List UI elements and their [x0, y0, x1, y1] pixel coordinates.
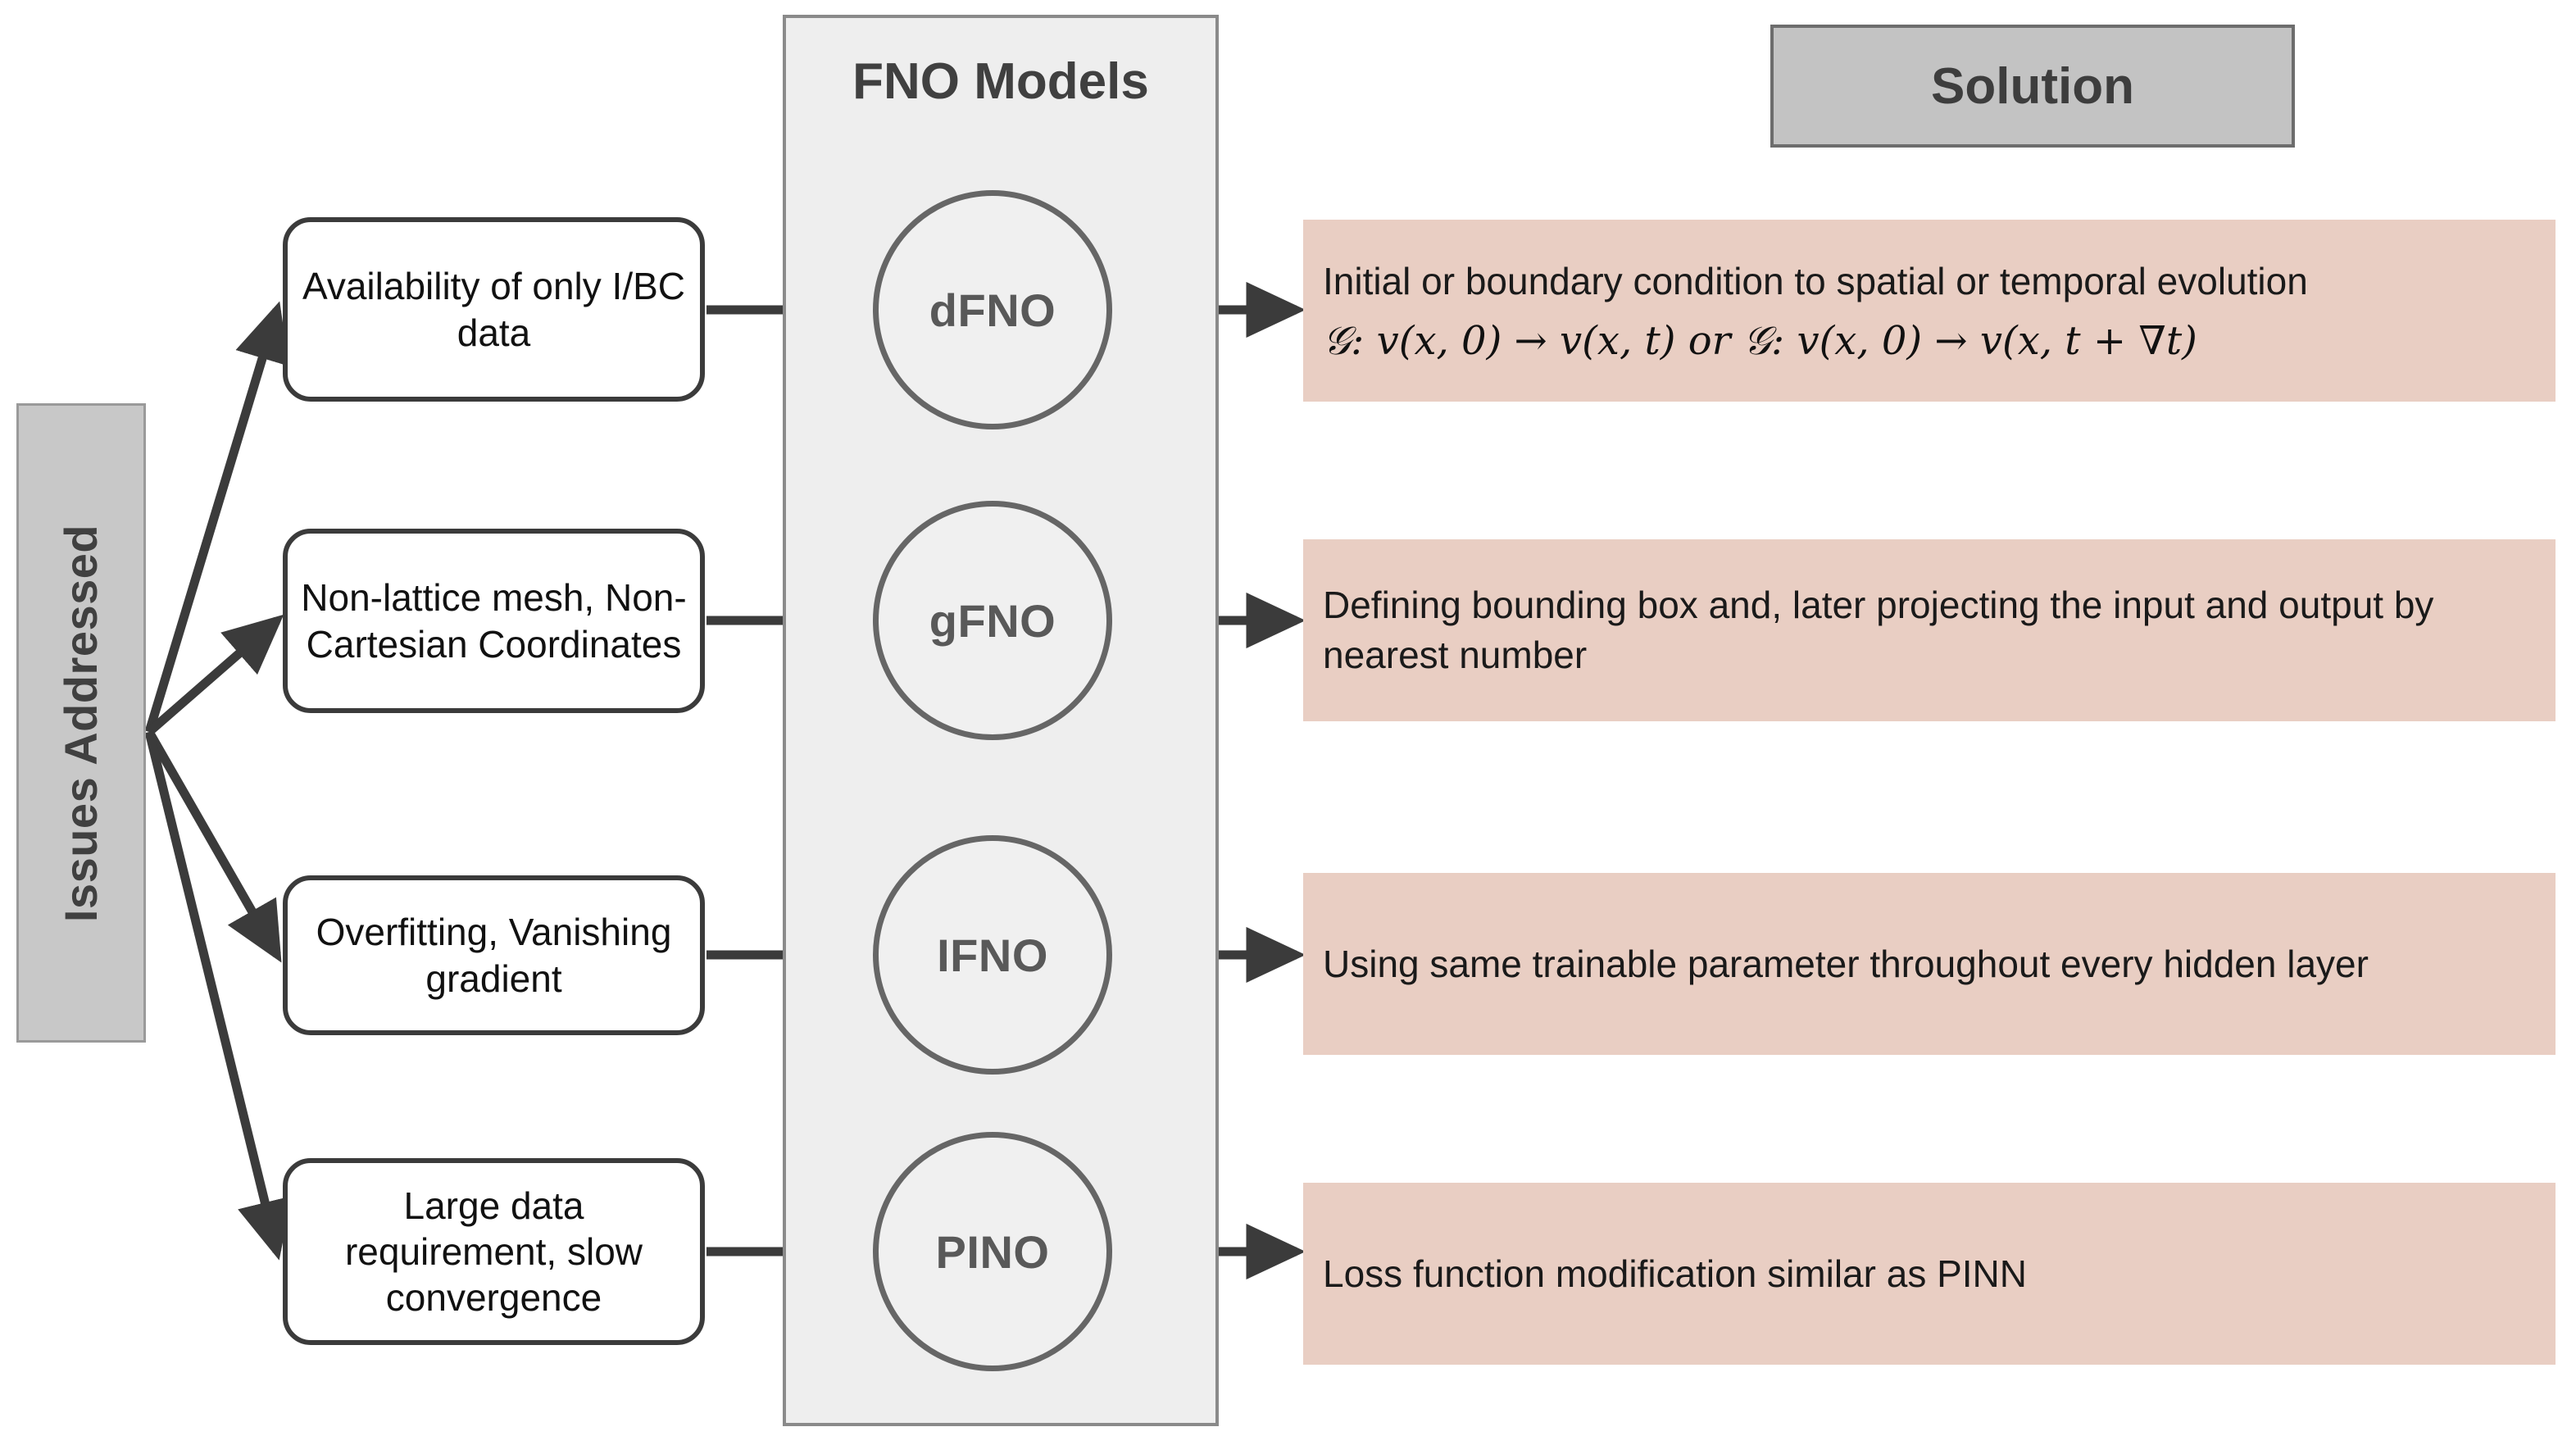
issue-box-availability[interactable]: Availability of only I/BC data: [283, 217, 705, 402]
issue-box-mesh[interactable]: Non-lattice mesh, Non-Cartesian Coordina…: [283, 529, 705, 713]
solution-formula: 𝒢: 𝑣(𝑥, 0) → 𝑣(𝑥, 𝑡) or 𝒢: 𝑣(𝑥, 0) → 𝑣(𝑥…: [1323, 317, 2197, 364]
solution-box-dfno[interactable]: Initial or boundary condition to spatial…: [1303, 220, 2556, 402]
model-label: gFNO: [929, 594, 1056, 647]
solution-text: Using same trainable parameter throughou…: [1323, 942, 2369, 985]
issues-addressed-header: Issues Addressed: [16, 403, 146, 1043]
solution-box-ifno[interactable]: Using same trainable parameter throughou…: [1303, 873, 2556, 1055]
model-label: dFNO: [929, 284, 1056, 336]
issue-label: Non-lattice mesh, Non-Cartesian Coordina…: [301, 576, 687, 666]
solution-header: Solution: [1770, 25, 2295, 148]
issue-label: Availability of only I/BC data: [302, 265, 686, 354]
link-hub-to-issue-2: [146, 614, 284, 736]
model-label: IFNO: [937, 929, 1048, 981]
fno-models-title: FNO Models: [852, 53, 1149, 110]
model-circle-gfno[interactable]: gFNO: [873, 501, 1112, 740]
solution-text: Initial or boundary condition to spatial…: [1323, 260, 2308, 303]
issue-label: Large data requirement, slow convergence: [344, 1184, 643, 1320]
issue-box-overfitting[interactable]: Overfitting, Vanishing gradient: [283, 875, 705, 1035]
link-hub-to-issue-1: [144, 301, 289, 734]
link-hub-to-issue-3: [145, 729, 282, 963]
solution-box-pino[interactable]: Loss function modification similar as PI…: [1303, 1183, 2556, 1365]
issue-label: Overfitting, Vanishing gradient: [316, 911, 672, 1000]
model-circle-ifno[interactable]: IFNO: [873, 835, 1112, 1075]
link-hub-to-issue-4: [144, 730, 293, 1261]
solution-text: Loss function modification similar as PI…: [1323, 1252, 2027, 1295]
solution-box-gfno[interactable]: Defining bounding box and, later project…: [1303, 539, 2556, 721]
solution-header-label: Solution: [1931, 57, 2134, 115]
issue-box-large-data[interactable]: Large data requirement, slow convergence: [283, 1158, 705, 1345]
issues-addressed-label: Issues Addressed: [55, 524, 107, 922]
model-circle-dfno[interactable]: dFNO: [873, 190, 1112, 429]
model-circle-pino[interactable]: PINO: [873, 1132, 1112, 1371]
solution-text: Defining bounding box and, later project…: [1323, 584, 2434, 676]
model-label: PINO: [935, 1225, 1050, 1278]
